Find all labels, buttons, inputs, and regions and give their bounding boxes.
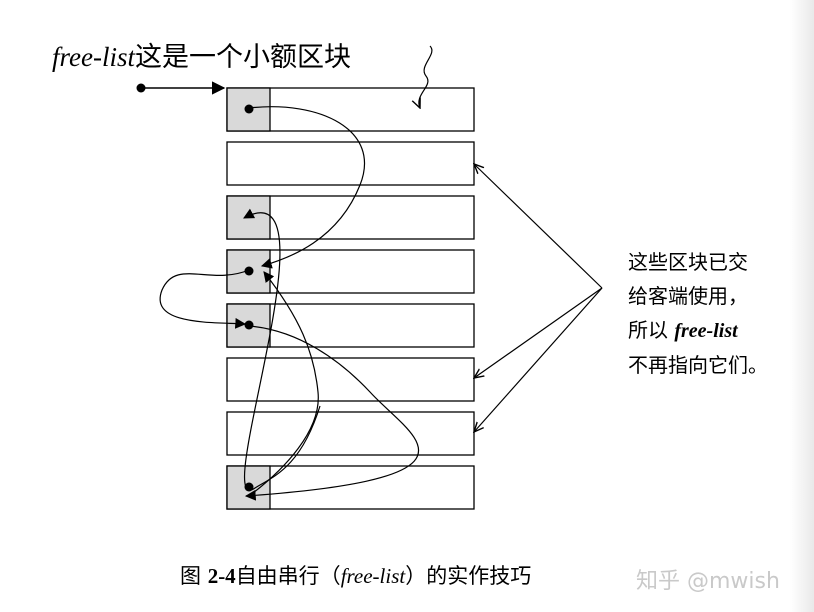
memory-block-4-pointer-dot [244, 266, 254, 276]
side-note: 这些区块已交 给客端使用， 所以 free-list 不再指向它们。 [628, 245, 768, 382]
memory-block-5-pointer-dot [244, 320, 254, 330]
memory-block-8-next-slot [226, 465, 271, 510]
memory-block-3-next-slot [226, 195, 271, 240]
callout-to-block7 [474, 287, 603, 432]
side-note-line-3: 所以 free-list [628, 313, 768, 348]
side-note-line-2: 给客端使用， [628, 284, 748, 308]
link-block4-to-block5 [159, 269, 250, 329]
annotation-squiggle-arrow [419, 45, 433, 108]
caption-text-2: ）的实作技巧 [405, 564, 532, 588]
memory-blocks [226, 87, 475, 510]
memory-block-1-pointer-dot [244, 104, 254, 114]
free-list-code: free-list [52, 42, 135, 72]
side-note-code: free-list [674, 320, 738, 342]
right-edge-shade [790, 0, 814, 612]
figure-caption: 图 2-4自由串行（free-list）的实作技巧 [180, 560, 531, 590]
free-list-label: free-list这是一个小额区块 [52, 35, 351, 74]
memory-block-6 [226, 357, 475, 402]
side-note-line-3-prefix: 所以 [628, 318, 675, 342]
caption-fig: 图 [180, 564, 208, 588]
free-list-description: 这是一个小额区块 [134, 42, 351, 73]
side-note-line-4: 不再指向它们。 [628, 353, 768, 377]
side-note-line-1: 这些区块已交 [628, 250, 748, 274]
caption-number: 2-4 [207, 564, 236, 588]
link-up-to-block3 [243, 208, 321, 491]
watermark: 知乎 @mwish [636, 569, 780, 594]
link-block1-to-block4 [248, 106, 366, 269]
memory-block-7 [226, 411, 475, 456]
callout-to-block6 [474, 287, 603, 378]
caption-text-1: 自由串行（ [235, 564, 341, 588]
link-block5-to-block8 [244, 325, 420, 501]
caption-code: free-list [340, 564, 406, 588]
memory-block-2 [226, 141, 475, 186]
link-block8-to-block4 [248, 271, 319, 497]
callout-to-block2 [474, 164, 603, 289]
